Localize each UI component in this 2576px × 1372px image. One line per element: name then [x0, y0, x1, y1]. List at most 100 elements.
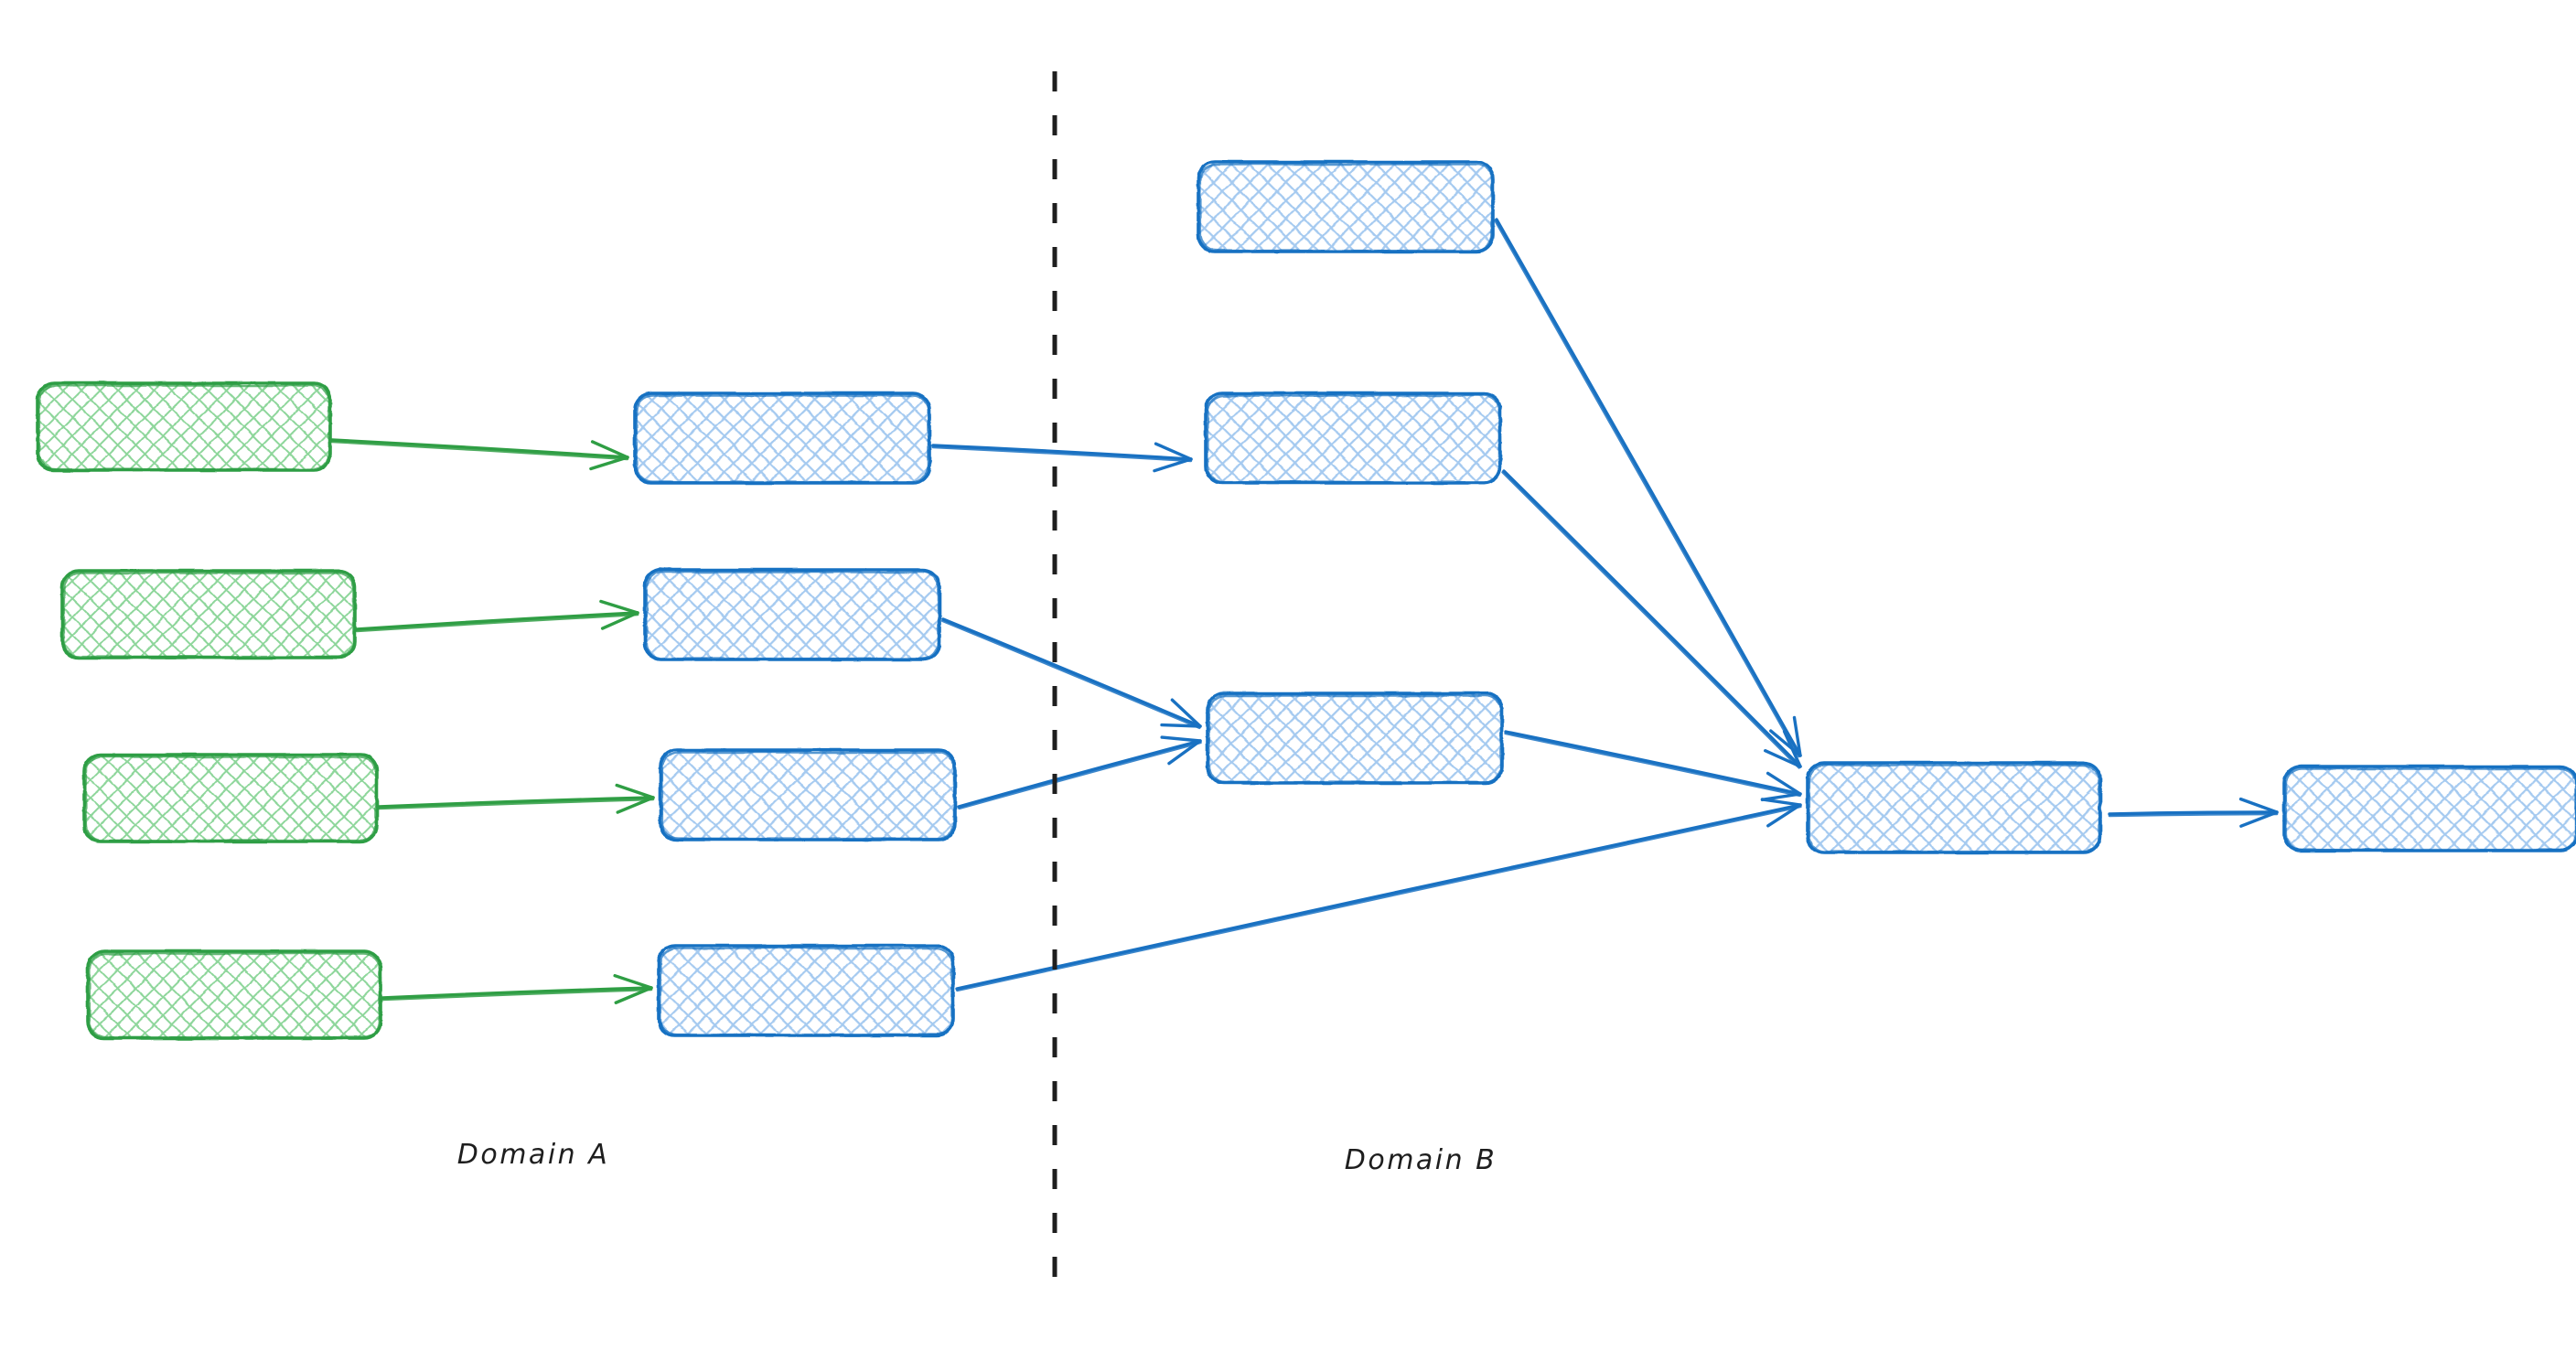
node-fill: [659, 946, 953, 1035]
node-fill: [660, 750, 955, 840]
edge-e-b2: [940, 617, 1202, 730]
edge-shaft: [931, 445, 1193, 463]
node-outline: [62, 571, 356, 659]
edge-arrowhead: [1760, 792, 1802, 802]
node-fill: [84, 755, 377, 841]
edge-shaft: [381, 986, 653, 1000]
node-b-node-1[interactable]: [1197, 160, 1495, 253]
edge-arrowhead: [1160, 735, 1202, 743]
node-fill: [62, 571, 355, 658]
edge-shaft: [377, 798, 655, 810]
edge-e-h2: [1501, 469, 1802, 769]
edge-shaft: [941, 617, 1202, 728]
edge-e-b4: [955, 798, 1802, 992]
edge-shaft: [957, 739, 1202, 809]
edge-e-b3: [957, 735, 1202, 810]
edge-arrowhead: [2238, 797, 2279, 814]
node-a-proc-1[interactable]: [633, 391, 931, 485]
node-fill: [635, 393, 929, 483]
edges-layer: [330, 218, 2279, 1004]
node-fill: [38, 383, 330, 470]
node-b-node-2[interactable]: [1204, 391, 1502, 485]
edge-e-h1: [1494, 218, 1802, 758]
edge-e-b1: [931, 442, 1193, 473]
node-outline: [659, 946, 954, 1036]
node-a-proc-4[interactable]: [657, 944, 955, 1037]
label-domain-a: Domain A: [457, 1139, 609, 1171]
edge-shaft: [381, 988, 653, 1002]
node-outline: [1206, 393, 1501, 484]
edge-arrowhead: [1154, 442, 1193, 461]
edge-e-a4: [381, 973, 653, 1004]
edge-shaft: [955, 803, 1802, 991]
node-outline: [1808, 763, 2101, 853]
nodes-layer: [36, 160, 2576, 1040]
edge-shaft: [940, 619, 1201, 730]
edge-shaft: [330, 438, 629, 459]
edge-e-out: [2108, 797, 2279, 828]
node-fill: [645, 570, 939, 659]
node-a-source-4[interactable]: [86, 949, 382, 1040]
node-outline: [645, 570, 940, 660]
edge-shaft: [958, 741, 1202, 810]
node-a-proc-3[interactable]: [659, 748, 957, 841]
edge-arrowhead: [616, 796, 655, 814]
edge-shaft: [1504, 732, 1801, 798]
node-fill: [1208, 693, 1502, 783]
edge-arrowhead: [1153, 457, 1193, 473]
edge-arrowhead: [2239, 810, 2279, 828]
edge-shaft: [1502, 469, 1802, 768]
edge-arrowhead: [615, 783, 655, 799]
node-b-sink[interactable]: [2282, 765, 2576, 852]
node-outline: [660, 750, 956, 841]
edge-arrowhead: [1792, 715, 1802, 757]
edge-e-a2: [355, 599, 639, 633]
label-domain-b: Domain B: [1345, 1144, 1497, 1176]
edge-shaft: [931, 444, 1193, 461]
edge-arrowhead: [1766, 771, 1802, 796]
edge-arrowhead: [590, 440, 629, 459]
edge-shaft: [355, 613, 639, 633]
edge-shaft: [1504, 730, 1802, 796]
node-fill: [1198, 162, 1493, 252]
node-outline: [1208, 693, 1503, 784]
node-a-source-2[interactable]: [60, 569, 357, 659]
edge-shaft: [1501, 471, 1800, 769]
edge-shaft: [1494, 219, 1800, 758]
edge-arrowhead: [1167, 739, 1202, 766]
node-outline: [2284, 766, 2576, 852]
edge-arrowhead: [1782, 730, 1802, 768]
edge-arrowhead: [1170, 698, 1202, 728]
node-outline: [88, 951, 381, 1039]
node-a-source-1[interactable]: [36, 381, 332, 472]
edge-arrowhead: [1764, 749, 1802, 768]
node-fill: [88, 951, 381, 1038]
edge-e-a3: [377, 783, 655, 814]
edge-shaft: [2108, 810, 2279, 816]
node-outline: [1198, 162, 1494, 252]
edge-arrowhead: [613, 973, 653, 990]
labels-layer: Domain A Domain B: [457, 1139, 1497, 1176]
edge-shaft: [330, 440, 629, 461]
edge-arrowhead: [1766, 803, 1802, 828]
node-b-hub[interactable]: [1806, 761, 2102, 854]
edge-e-h3: [1504, 730, 1802, 802]
node-outline: [38, 383, 331, 471]
edge-shaft: [377, 796, 655, 809]
edge-e-a1: [330, 438, 629, 471]
edge-shaft: [956, 805, 1802, 992]
edge-arrowhead: [589, 456, 629, 471]
node-a-source-3[interactable]: [82, 753, 379, 843]
edge-arrowhead: [600, 611, 639, 630]
node-a-proc-2[interactable]: [643, 568, 941, 661]
edge-arrowhead: [1160, 723, 1202, 728]
edge-arrowhead: [614, 986, 653, 1004]
edge-arrowhead: [1769, 729, 1802, 757]
edge-shaft: [1495, 218, 1802, 757]
node-outline: [635, 393, 930, 484]
edge-arrowhead: [599, 599, 639, 615]
node-b-node-3[interactable]: [1206, 691, 1504, 785]
node-fill: [2284, 766, 2576, 851]
